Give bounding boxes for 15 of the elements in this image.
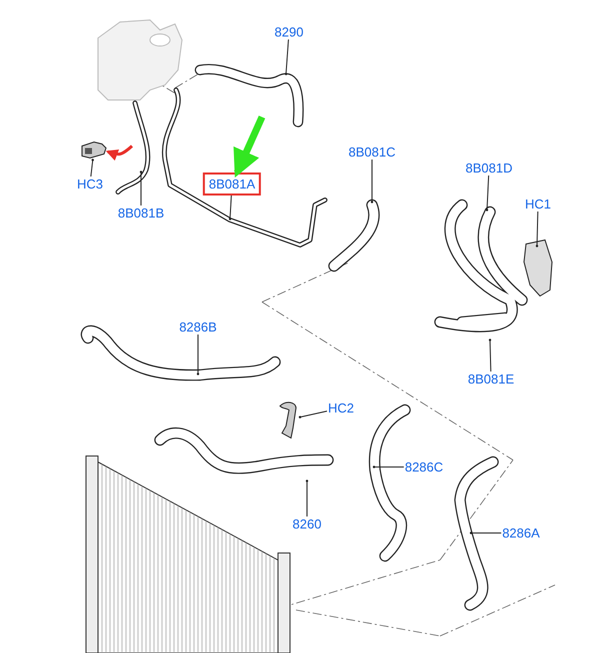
part-number: 8286B [178,320,218,334]
part-number: 8290 [274,24,304,40]
part-number: 8B081B [116,206,166,220]
highlighted-part-number: 8B081A [202,172,262,196]
part-number: 8B081E [466,372,516,386]
part-number: 8B081C [348,144,396,160]
arrow [106,144,133,161]
part-number: HC1 [524,196,552,212]
part-number: 8B081D [464,160,514,176]
part-number: HC2 [327,400,355,416]
arrow [234,116,266,178]
part-number: 8286C [404,460,444,474]
part-number: 8286A [501,526,541,540]
part-number: 8260 [292,516,322,532]
part-number: HC3 [76,176,104,192]
